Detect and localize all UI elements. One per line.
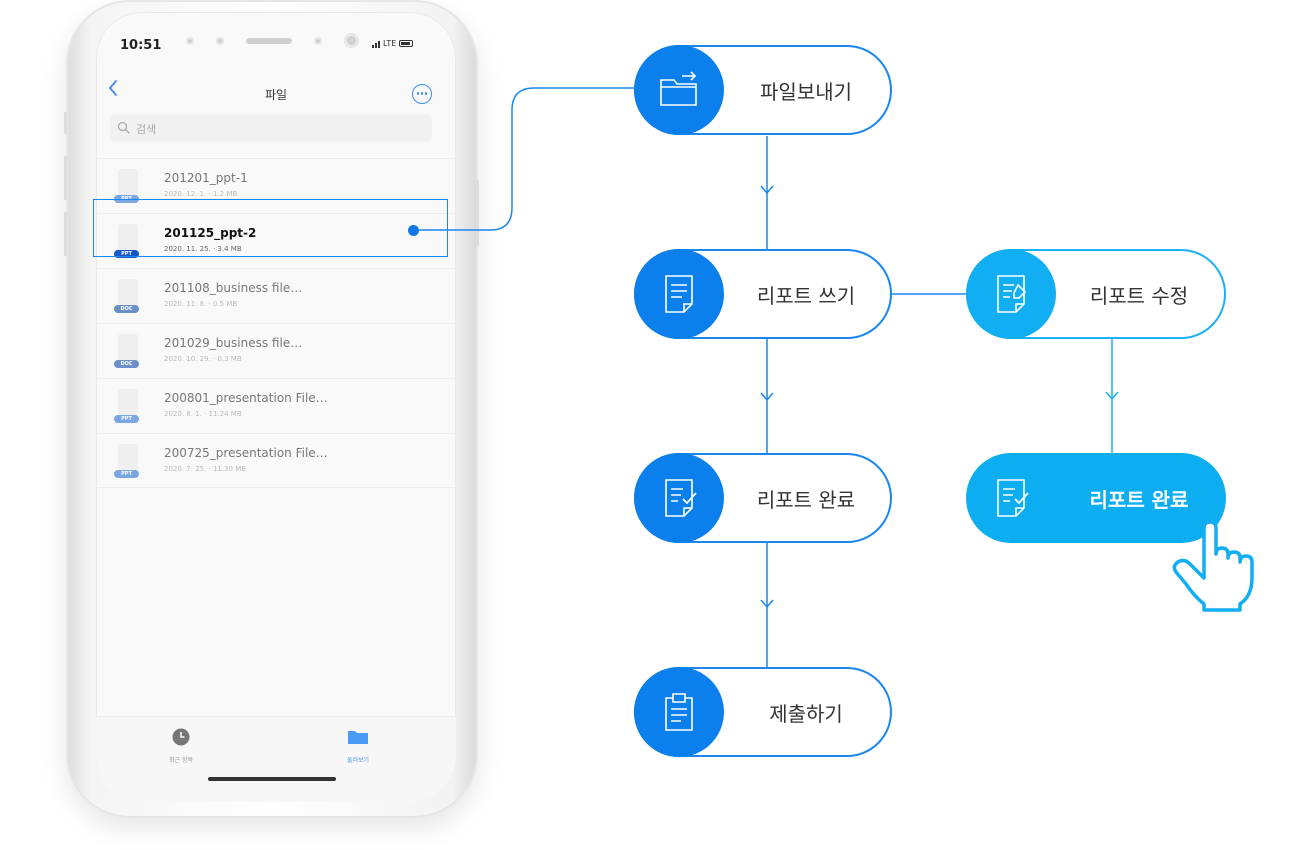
phone-power-button xyxy=(476,180,479,246)
tab-bar: 최근 항목 둘러보기 xyxy=(96,716,456,802)
step-complete-report[interactable]: 리포트 완료 xyxy=(634,453,892,543)
phone-side-button xyxy=(64,112,67,134)
file-list-item-selected[interactable]: PPT 201125_ppt-2 2020. 11. 25. · 3.4 MB xyxy=(96,213,456,268)
camera-icon xyxy=(344,33,359,48)
tab-recent[interactable]: 최근 항목 xyxy=(146,727,216,764)
file-list-item[interactable]: PPT 200801_presentation File… 2020. 8. 1… xyxy=(96,378,456,433)
step-send-files[interactable]: 파일보내기 xyxy=(634,45,892,135)
sensor-icon xyxy=(216,36,224,45)
file-icon xyxy=(118,389,138,417)
file-icon xyxy=(118,224,138,252)
file-name: 200725_presentation File… xyxy=(164,446,328,460)
file-meta: 2020. 7. 25. · 11.30 MB xyxy=(164,465,247,473)
file-list-item[interactable]: PPT 200725_presentation File… 2020. 7. 2… xyxy=(96,433,456,488)
document-edit-icon xyxy=(997,275,1027,313)
phone-side-button xyxy=(64,212,67,256)
page-title: 파일 xyxy=(264,88,288,102)
connector-dot xyxy=(408,225,419,236)
notch xyxy=(186,33,359,48)
file-meta: 2020. 12. 1. · 1.2 MB xyxy=(164,190,238,198)
file-list-item[interactable]: DOC 201108_business file… 2020. 11. 8. ·… xyxy=(96,268,456,323)
file-meta: 2020. 10. 29. · 0.3 MB xyxy=(164,355,242,363)
step-write-report[interactable]: 리포트 쓰기 xyxy=(634,249,892,339)
home-indicator xyxy=(208,777,336,781)
speaker-icon xyxy=(246,37,292,44)
back-chevron-icon[interactable] xyxy=(104,78,124,98)
step-label: 파일보내기 xyxy=(760,79,852,104)
file-icon xyxy=(118,334,138,362)
file-icon xyxy=(118,279,138,307)
status-time: 10:51 xyxy=(120,38,162,53)
file-meta: 2020. 11. 8. · 0.5 MB xyxy=(164,300,238,308)
document-icon xyxy=(665,275,693,313)
connector-line xyxy=(419,87,640,231)
step-submit[interactable]: 제출하기 xyxy=(634,667,892,757)
status-bar: 10:51 LTE xyxy=(96,12,456,72)
file-name: 201108_business file… xyxy=(164,281,303,295)
selected-file-highlight xyxy=(93,199,448,257)
arrow-down-icon xyxy=(760,392,774,402)
folder-send-icon xyxy=(660,71,697,106)
step-label: 리포트 수정 xyxy=(1089,283,1189,308)
arrow-down-icon xyxy=(1105,391,1119,401)
step-label: 리포트 완료 xyxy=(756,487,856,512)
file-meta: 2020. 11. 25. · 3.4 MB xyxy=(164,245,242,253)
step-icon-circle xyxy=(634,45,724,135)
file-list-item[interactable]: DOC 201029_business file… 2020. 10. 29. … xyxy=(96,323,456,378)
file-type-badge: PPT xyxy=(114,470,139,478)
step-icon-circle xyxy=(966,249,1056,339)
file-name: 201029_business file… xyxy=(164,336,303,350)
step-icon-circle xyxy=(634,667,724,757)
document-check-icon xyxy=(997,479,1029,517)
battery-icon xyxy=(399,40,414,47)
signal-icon xyxy=(372,40,380,48)
file-type-badge: DOC xyxy=(114,305,139,313)
step-edit-report[interactable]: 리포트 수정 xyxy=(966,249,1226,339)
step-icon-circle xyxy=(634,249,724,339)
file-icon xyxy=(118,444,138,472)
folder-icon xyxy=(348,731,368,744)
file-meta: 2020. 8. 1. · 11.24 MB xyxy=(164,410,242,418)
network-label: LTE xyxy=(383,39,397,48)
sensor-icon xyxy=(186,36,194,45)
file-list: PPT 201201_ppt-1 2020. 12. 1. · 1.2 MB P… xyxy=(96,158,456,488)
step-icon-circle xyxy=(634,453,724,543)
file-type-badge: DOC xyxy=(114,360,139,368)
step-label: 제출하기 xyxy=(769,701,843,726)
sensor-icon xyxy=(314,36,322,45)
clipboard-icon xyxy=(665,693,693,731)
file-type-badge: PPT xyxy=(114,415,139,423)
step-label: 리포트 완료 xyxy=(1089,487,1189,512)
tab-label: 최근 항목 xyxy=(169,757,193,764)
tab-label: 둘러보기 xyxy=(346,757,370,764)
tab-browse[interactable]: 둘러보기 xyxy=(323,727,393,764)
step-icon-circle xyxy=(966,453,1056,543)
hand-pointer-icon xyxy=(1172,520,1254,612)
file-type-badge: PPT xyxy=(114,250,139,258)
step-complete-report-active[interactable]: 리포트 완료 xyxy=(966,453,1226,543)
document-check-icon xyxy=(665,479,697,517)
phone-screen: 10:51 LTE 파일 검색 PPT 201201_ppt-1 xyxy=(96,12,456,802)
arrow-down-icon xyxy=(760,599,774,609)
status-indicators: LTE xyxy=(372,39,414,48)
search-placeholder: 검색 xyxy=(136,123,157,136)
file-name: 200801_presentation File… xyxy=(164,391,328,405)
arrow-down-icon xyxy=(760,185,774,195)
step-label: 리포트 쓰기 xyxy=(756,283,856,308)
file-name: 201201_ppt-1 xyxy=(164,171,248,185)
file-icon xyxy=(118,169,138,197)
more-options-icon[interactable] xyxy=(412,84,432,104)
file-name: 201125_ppt-2 xyxy=(164,226,257,240)
search-input[interactable]: 검색 xyxy=(110,114,432,142)
clock-icon xyxy=(172,728,190,746)
search-icon xyxy=(117,121,130,134)
phone-side-button xyxy=(64,156,67,200)
